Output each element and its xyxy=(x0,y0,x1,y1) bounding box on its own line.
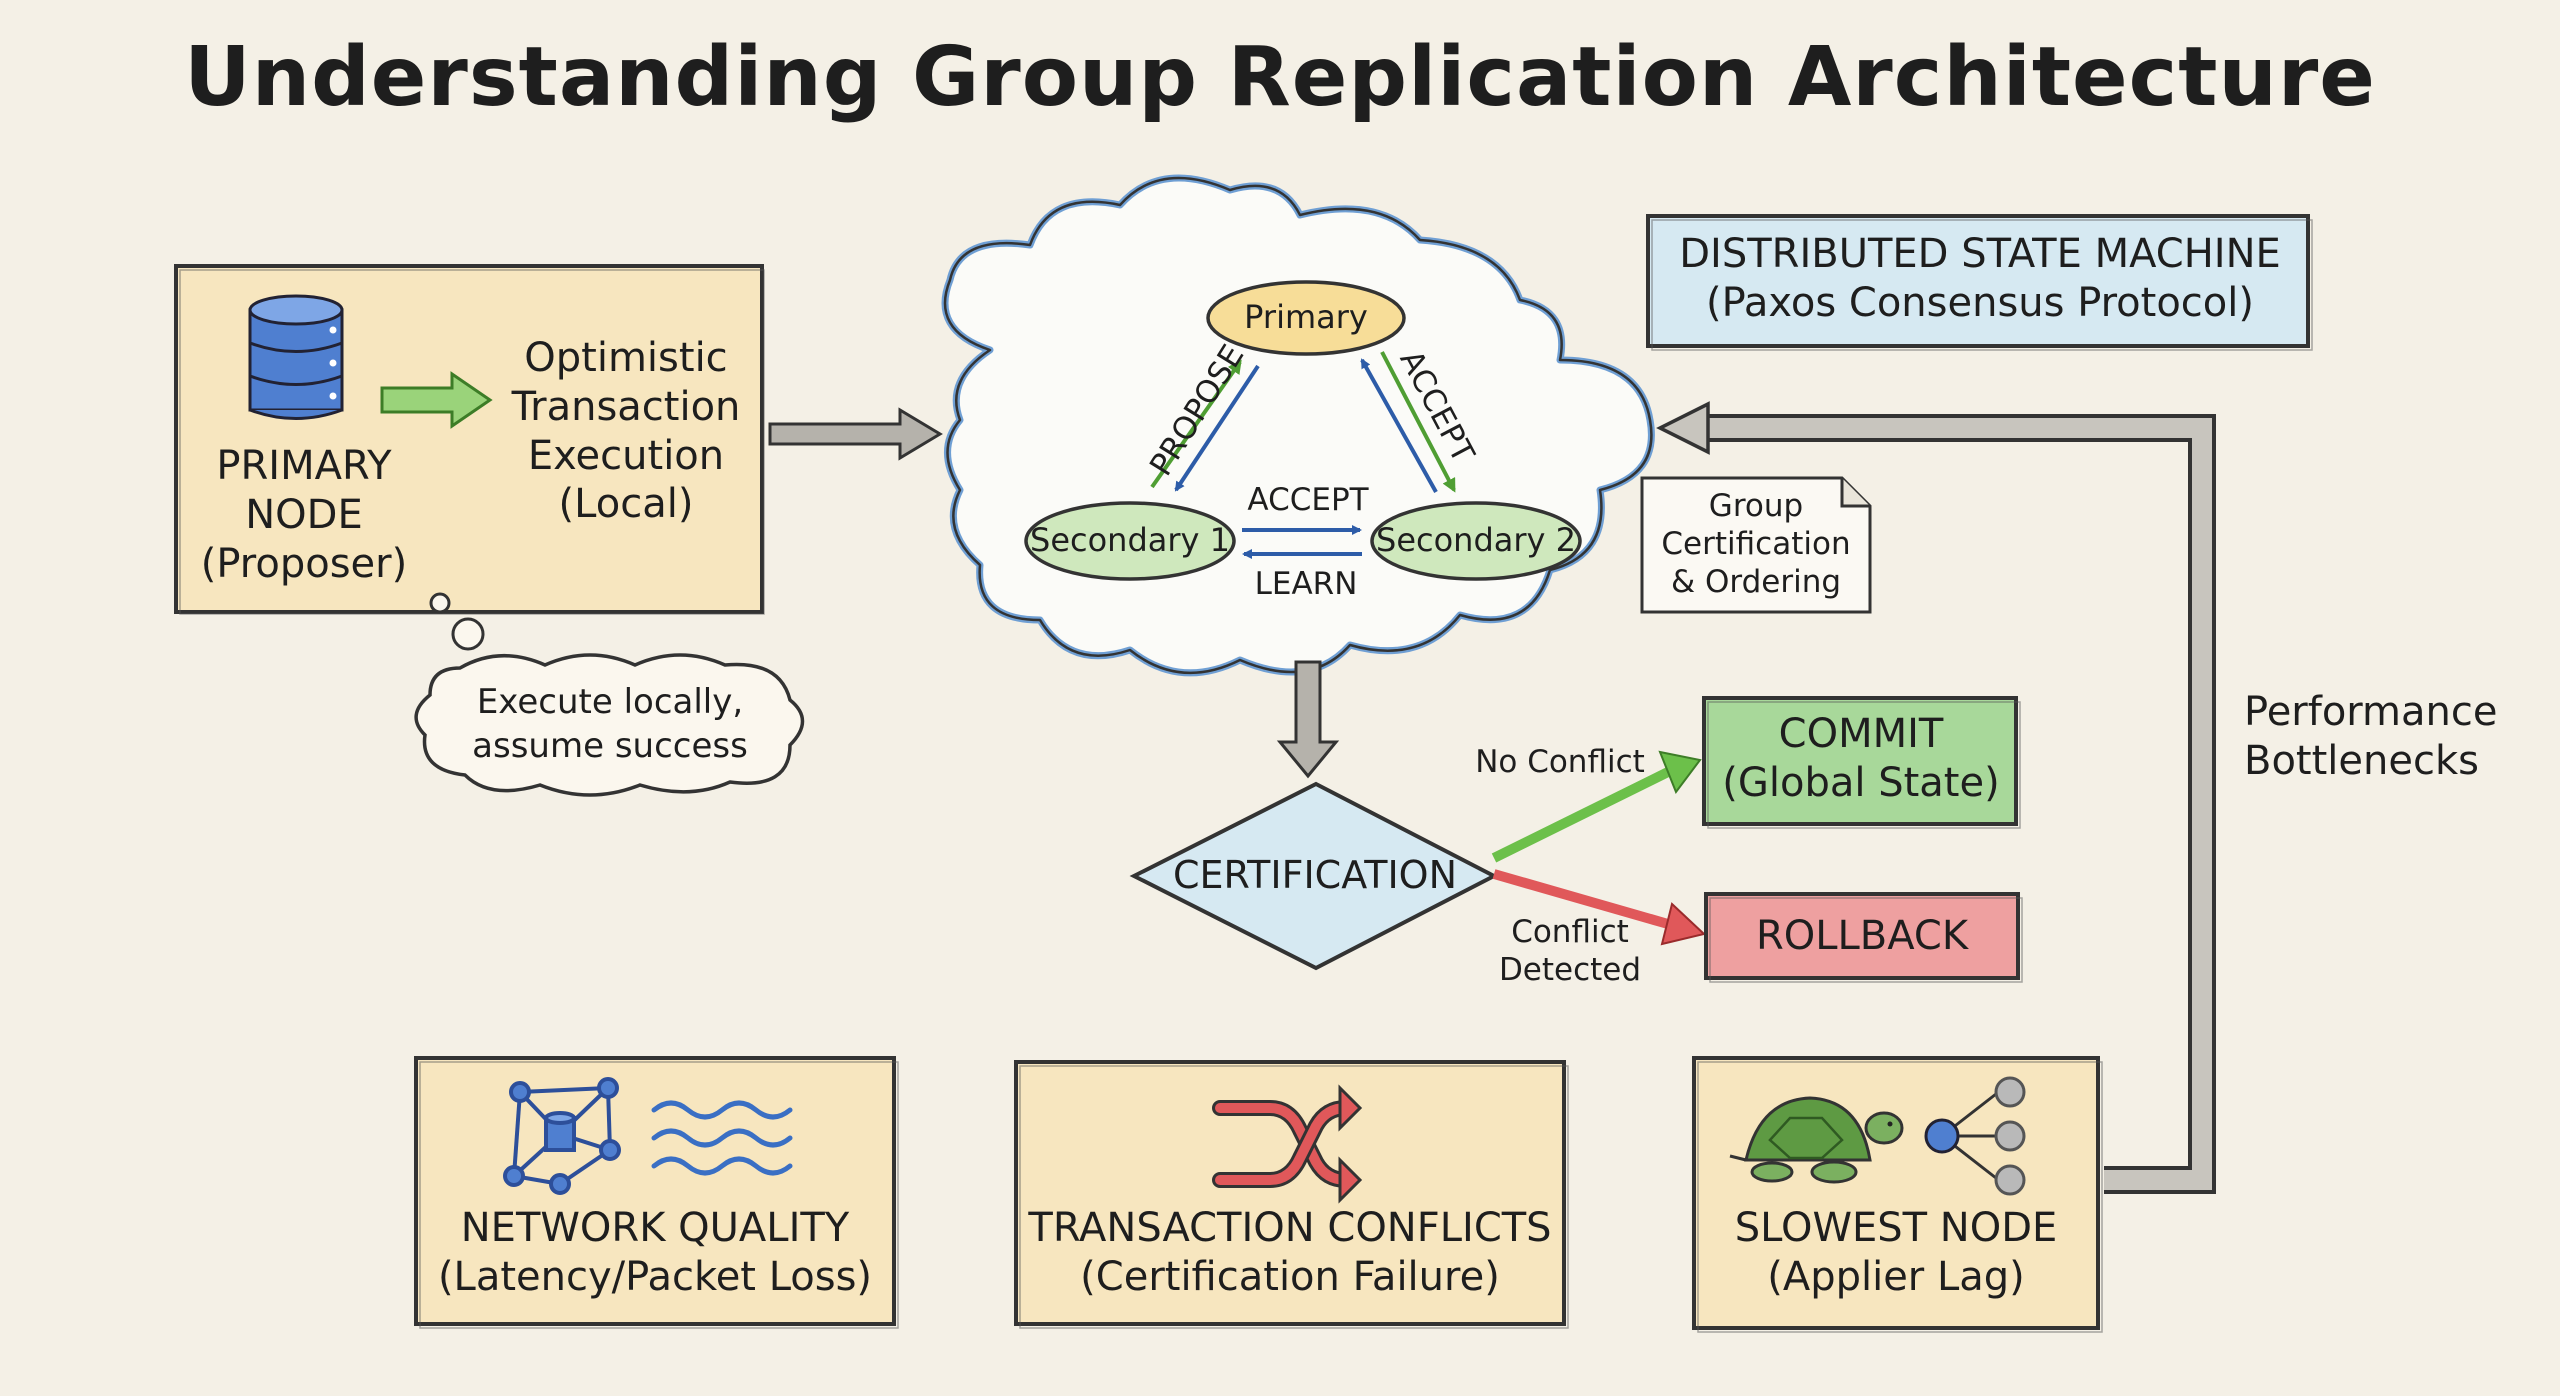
network-line1: NETWORK QUALITY xyxy=(460,1205,850,1251)
conflict-shuffle-icon xyxy=(1212,1084,1363,1204)
page-title: Understanding Group Replication Architec… xyxy=(184,30,2376,125)
secondary-2-label: Secondary 2 xyxy=(1376,521,1576,559)
primary-node-label: PRIMARY NODE (Proposer) xyxy=(186,442,422,588)
applier-fanout-icon xyxy=(1924,1076,2026,1196)
primary-replica-node xyxy=(1206,280,1406,356)
certification-diamond xyxy=(1129,781,1499,971)
optimistic-execution-label: Optimistic Transaction Execution (Local) xyxy=(490,334,762,529)
execution-line4: (Local) xyxy=(558,481,694,528)
no-conflict-label: No Conflict xyxy=(1475,744,1645,780)
primary-node-line1: PRIMARY xyxy=(216,443,392,489)
consensus-arrows xyxy=(1150,351,1456,559)
accept-mid-label: ACCEPT xyxy=(1247,482,1369,518)
cluster-to-certification-arrow xyxy=(1276,660,1340,779)
bottlenecks-line1: Performance xyxy=(2244,689,2498,735)
feedback-loop-arrow xyxy=(1656,401,2216,1194)
primary-node-line2: NODE xyxy=(245,491,363,538)
thought-line1: Execute locally, xyxy=(476,682,744,722)
rollback-label: ROLLBACK xyxy=(1755,913,1969,959)
note-line3: & Ordering xyxy=(1670,563,1842,600)
primary-to-cluster-arrow xyxy=(768,407,943,461)
slowest-line2: (Applier Lag) xyxy=(1767,1253,2025,1300)
thought-bubble xyxy=(414,592,805,797)
note-line2: Certification xyxy=(1661,525,1851,562)
certification-note xyxy=(1640,476,1872,614)
learn-label: LEARN xyxy=(1254,566,1358,602)
commit-line1: COMMIT xyxy=(1778,711,1944,757)
bottlenecks-line2: Bottlenecks xyxy=(2244,737,2479,784)
slowest-node-label: SLOWEST NODE (Applier Lag) xyxy=(1694,1204,2098,1302)
conflicts-line1: TRANSACTION CONFLICTS xyxy=(1028,1205,1552,1251)
secondary-2-node xyxy=(1370,501,1582,581)
commit-box xyxy=(1702,696,2021,829)
conflict-line2: Detected xyxy=(1498,951,1642,988)
note-line1: Group xyxy=(1708,488,1804,524)
rollback-arrow xyxy=(1492,869,1707,946)
state-machine-line1: DISTRIBUTED STATE MACHINE xyxy=(1679,231,2281,277)
conflicts-line2: (Certification Failure) xyxy=(1080,1253,1500,1300)
signal-waves-icon xyxy=(651,1100,793,1176)
secondary-1-label: Secondary 1 xyxy=(1030,521,1230,559)
execution-line3: Execution xyxy=(527,432,725,479)
performance-bottlenecks-heading: Performance Bottlenecks xyxy=(2244,688,2544,786)
network-quality-box xyxy=(414,1056,899,1329)
primary-node-line3: (Proposer) xyxy=(200,540,408,587)
certification-note-text: Group Certification & Ordering xyxy=(1646,488,1866,601)
thought-bubble-text: Execute locally, assume success xyxy=(440,680,780,768)
execution-line1: Optimistic xyxy=(524,335,728,381)
conflict-detected-label: Conflict Detected xyxy=(1470,914,1670,990)
execution-arrow xyxy=(380,371,493,429)
transaction-conflicts-label: TRANSACTION CONFLICTS (Certification Fai… xyxy=(1016,1204,1564,1302)
state-machine-box xyxy=(1646,214,2313,351)
state-machine-label: DISTRIBUTED STATE MACHINE (Paxos Consens… xyxy=(1650,230,2310,328)
slowest-node-box xyxy=(1692,1056,2103,1333)
network-quality-label: NETWORK QUALITY (Latency/Packet Loss) xyxy=(416,1204,894,1302)
secondary-1-node xyxy=(1024,501,1236,581)
commit-line2: (Global State) xyxy=(1722,759,2000,806)
commit-arrow xyxy=(1491,750,1702,863)
primary-replica-label: Primary xyxy=(1244,298,1368,336)
rollback-box xyxy=(1704,892,2023,983)
thought-line2: assume success xyxy=(472,726,748,767)
database-icon xyxy=(248,294,344,420)
state-machine-line2: (Paxos Consensus Protocol) xyxy=(1705,279,2254,326)
turtle-icon xyxy=(1729,1096,1904,1184)
conflict-line1: Conflict xyxy=(1511,914,1629,950)
commit-label: COMMIT (Global State) xyxy=(1706,710,2016,808)
certification-label: CERTIFICATION xyxy=(1173,853,1457,897)
network-line2: (Latency/Packet Loss) xyxy=(437,1253,873,1300)
network-icon xyxy=(503,1077,621,1195)
slowest-line1: SLOWEST NODE xyxy=(1734,1205,2058,1251)
execution-line2: Transaction xyxy=(511,383,741,430)
